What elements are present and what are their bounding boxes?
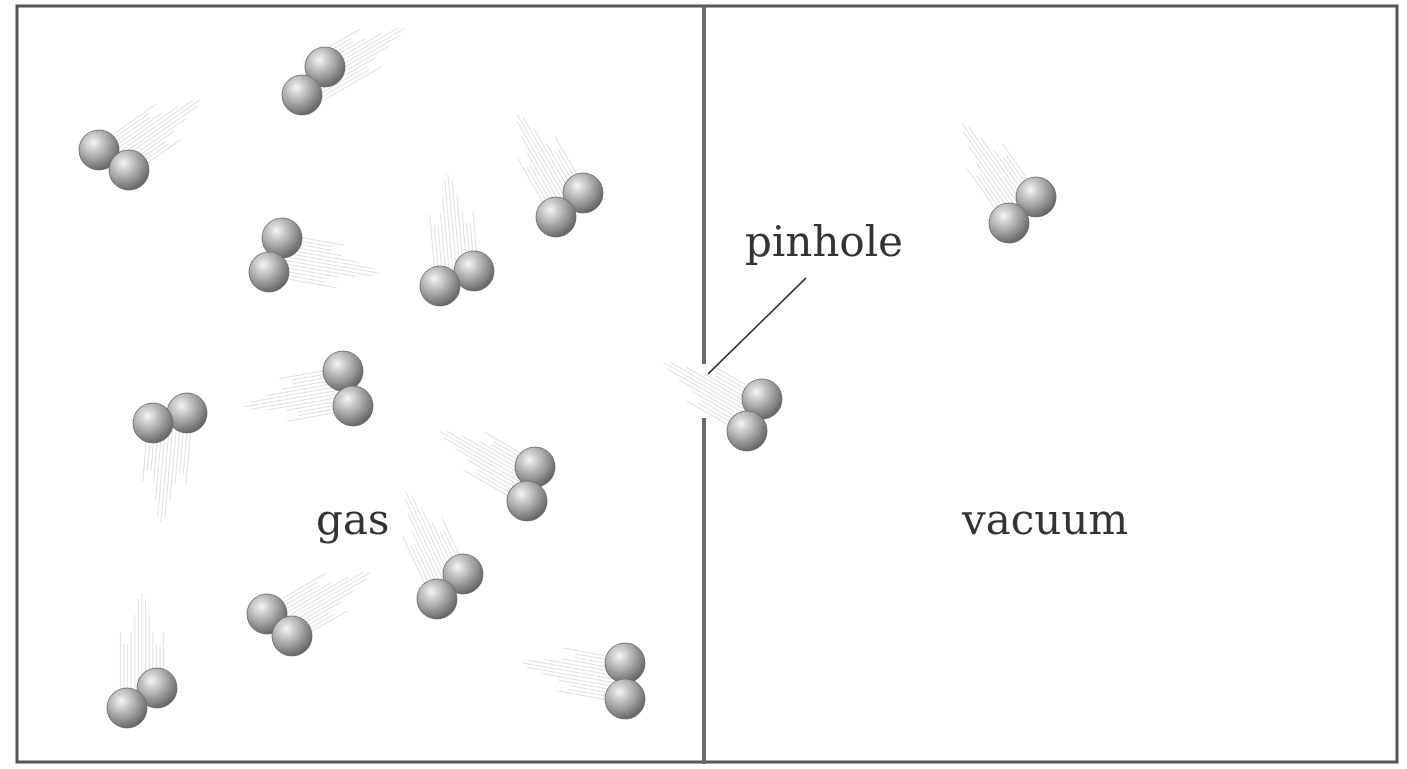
- atom: [78, 129, 120, 171]
- atom: [453, 250, 495, 292]
- atom: [419, 265, 461, 307]
- diatomic-molecule: [535, 172, 604, 238]
- diatomic-molecule: [322, 350, 374, 427]
- atom: [442, 553, 484, 595]
- atom: [604, 642, 646, 684]
- gas-label: gas: [316, 495, 389, 544]
- diatomic-molecule: [419, 250, 495, 307]
- atom: [281, 74, 323, 116]
- atom: [416, 578, 458, 620]
- pinhole-label: pinhole: [745, 217, 903, 266]
- atom: [562, 172, 604, 214]
- atom: [506, 480, 548, 522]
- atom: [604, 678, 646, 720]
- atom: [535, 196, 577, 238]
- atom: [271, 615, 313, 657]
- vacuum-label: vacuum: [961, 495, 1128, 544]
- diatomic-molecule: [506, 446, 556, 522]
- container-frame: [15, 4, 1399, 764]
- diatomic-molecule: [106, 667, 178, 729]
- diatomic-molecule: [988, 176, 1057, 244]
- atom: [322, 350, 364, 392]
- atom: [988, 202, 1030, 244]
- diatomic-molecule: [78, 129, 150, 191]
- molecules: [78, 46, 1057, 729]
- atom: [726, 410, 768, 452]
- atom: [304, 46, 346, 88]
- atom: [248, 251, 290, 293]
- atom: [106, 687, 148, 729]
- diatomic-molecule: [416, 553, 484, 620]
- motion-trail: [663, 362, 766, 435]
- atom: [132, 402, 174, 444]
- atom: [108, 149, 150, 191]
- atom: [514, 446, 556, 488]
- atom: [136, 667, 178, 709]
- diatomic-molecule: [248, 217, 303, 293]
- diatomic-molecule: [246, 593, 313, 657]
- atom: [1015, 176, 1057, 218]
- diatomic-molecule: [132, 392, 208, 444]
- pinhole-leader-line: [707, 277, 807, 375]
- diatomic-molecule: [726, 378, 783, 452]
- atom: [332, 385, 374, 427]
- diatomic-molecule: [604, 642, 646, 720]
- diatomic-molecule: [281, 46, 346, 116]
